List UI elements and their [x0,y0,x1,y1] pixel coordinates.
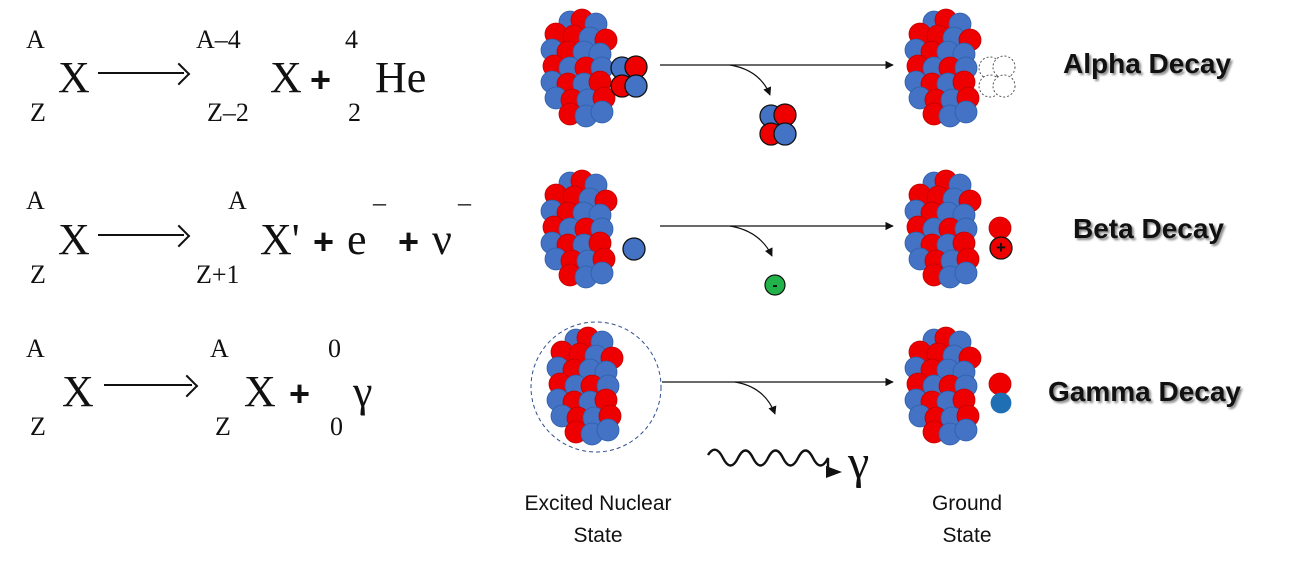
alpha-daughter-atomic: Z–2 [207,98,249,127]
beta-initial-nucleus [540,169,646,289]
alpha-parent-mass: A [26,25,45,54]
alpha-daughter-mass: A–4 [196,25,241,54]
neutron [954,100,978,124]
gamma-reaction-arrow [104,384,192,386]
neutron [590,261,614,285]
gamma-ray-symbol: γ [847,436,869,489]
electron-particle [764,274,786,296]
neutron [954,261,978,285]
proton [988,372,1012,396]
converted-proton [989,236,1013,260]
vacancy-circle [992,74,1016,98]
alpha-plus: + [310,59,332,100]
gamma-excited-nucleus [546,326,624,446]
beta-neutrino-symbol: ν [432,215,452,264]
alpha-final-nucleus [904,8,1016,128]
gamma-parent-atomic: Z [30,412,46,441]
beta-decay-label: Beta Decay [1073,213,1224,244]
excited-state-caption: Excited Nuclear State [498,488,698,552]
gamma-emitted-mass: 0 [328,334,341,363]
beta-electron-symbol: e [347,215,367,264]
beta-parent-atomic: Z [30,260,46,289]
beta-electron-charge: – [373,188,386,217]
gamma-emitted-atomic: 0 [330,412,343,441]
beta-parent-mass: A [26,186,45,215]
gamma-ground-nucleus [904,326,1012,446]
neutron [954,418,978,442]
decaying-neutron [622,237,646,261]
proton-sign: + [996,238,1006,257]
electron-sign: - [772,277,777,294]
alpha-emitted-particle [759,103,797,146]
gamma-decay-label: Gamma Decay [1048,376,1242,407]
beta-emission-arrow [729,225,773,257]
gamma-daughter-mass: A [210,334,229,363]
alpha-parent-atomic: Z [30,98,46,127]
alpha-emitted-atomic: 2 [348,98,361,127]
gamma-parent-mass: A [26,334,45,363]
beta-daughter-atomic: Z+1 [196,260,240,289]
ground-state-caption: Ground State [897,488,1037,552]
alpha-decay-label: Alpha Decay [1063,48,1232,79]
neutron [990,392,1012,414]
alpha-initial-nucleus [540,8,648,128]
alpha-particle-neutron [773,122,797,146]
alpha-cluster-neutron [624,74,648,98]
excited-state-dashed-circle [530,321,662,453]
alpha-emitted-symbol: He [375,53,427,102]
beta-parent-symbol: X [58,215,90,264]
beta-daughter-mass: A [228,186,247,215]
gamma-wave-icon [706,448,830,472]
gamma-emission-arrow [734,381,777,415]
nuclei-group [540,8,1016,446]
alpha-emitted-mass: 4 [345,25,358,54]
beta-reaction-arrow [98,234,184,236]
beta-final-nucleus [904,169,1013,289]
beta-neutrino-bar: – [458,188,471,217]
ground-caption-line-2: State [942,524,992,547]
gamma-plus: + [289,373,311,414]
gamma-daughter-symbol: X [244,367,276,416]
gamma-wave-arrowhead [826,466,842,478]
alpha-emission-arrow [729,64,772,96]
excited-caption-line-1: Excited Nuclear [524,492,672,515]
proton [988,216,1012,240]
neutron [596,418,620,442]
gamma-daughter-atomic: Z [215,412,231,441]
alpha-daughter-symbol: X [270,53,302,102]
alpha-parent-symbol: X [58,53,90,102]
beta-daughter-symbol: X' [260,215,300,264]
gamma-parent-symbol: X [62,367,94,416]
alpha-reaction-arrow [98,72,184,74]
excited-caption-line-2: State [573,524,623,547]
vacancy-circle [992,55,1016,79]
gamma-emitted-symbol: γ [353,367,373,416]
ground-caption-line-1: Ground [931,492,1003,515]
beta-plus-1: + [313,221,335,262]
neutron [590,100,614,124]
beta-plus-2: + [398,221,420,262]
